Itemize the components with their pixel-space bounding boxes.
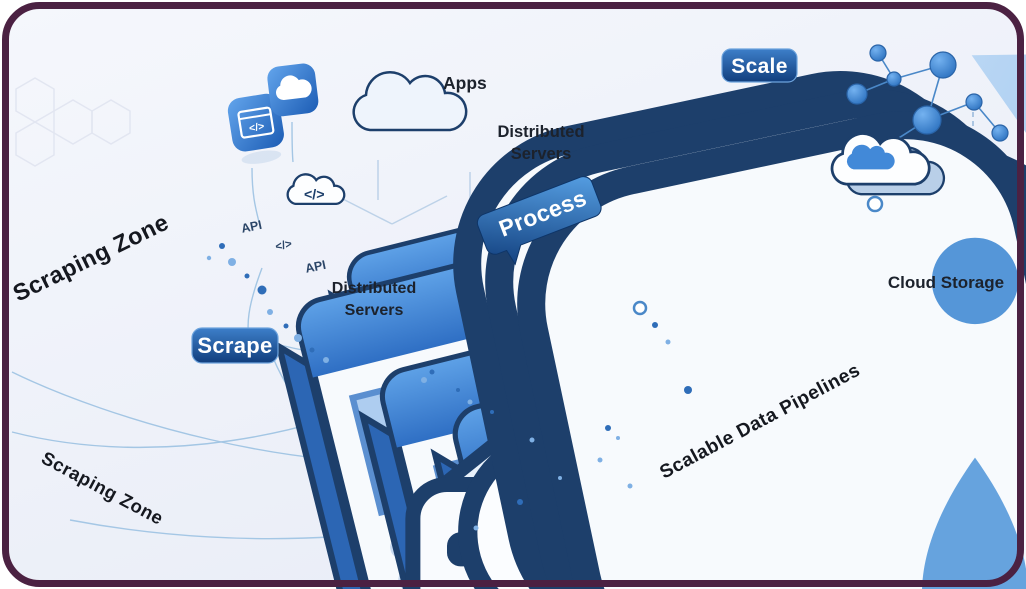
apps-label: Apps — [443, 73, 487, 93]
scale-badge-label: Scale — [731, 55, 787, 78]
app-cloud-icon — [267, 63, 319, 117]
svg-text:Distributed: Distributed — [332, 280, 416, 297]
cloud-icon — [352, 70, 468, 132]
cloud-storage-label: Cloud Storage — [888, 273, 1004, 292]
code-glyph: </> — [248, 120, 265, 134]
code-glyph: </> — [274, 238, 293, 253]
svg-text:Servers: Servers — [511, 145, 572, 163]
svg-text:Distributed: Distributed — [497, 123, 584, 141]
app-code-icon: </> — [227, 93, 284, 164]
svg-text:Servers: Servers — [345, 302, 404, 319]
cloud-storage-icon — [830, 132, 946, 196]
hexagon-decoration — [15, 77, 131, 167]
scrape-badge: Scrape — [191, 327, 279, 364]
scatter-dots — [206, 195, 884, 531]
api-badge-icon: API — [240, 46, 1026, 589]
scale-badge: Scale — [721, 48, 798, 83]
api-label: API — [240, 218, 263, 236]
distributed-servers-label-top: Distributed Servers — [497, 123, 584, 163]
distributed-servers-label-mid: Distributed Servers — [332, 280, 416, 319]
scrape-badge-label: Scrape — [197, 333, 272, 358]
code-badge-icon: </> — [274, 64, 1026, 589]
cloud-code-icon: </> — [286, 173, 346, 206]
api-label: API — [304, 258, 327, 276]
network-graph — [846, 44, 1009, 151]
network-node — [846, 44, 1009, 142]
code-glyph: </> — [304, 187, 325, 203]
api-badge-icon: API — [304, 86, 1026, 589]
